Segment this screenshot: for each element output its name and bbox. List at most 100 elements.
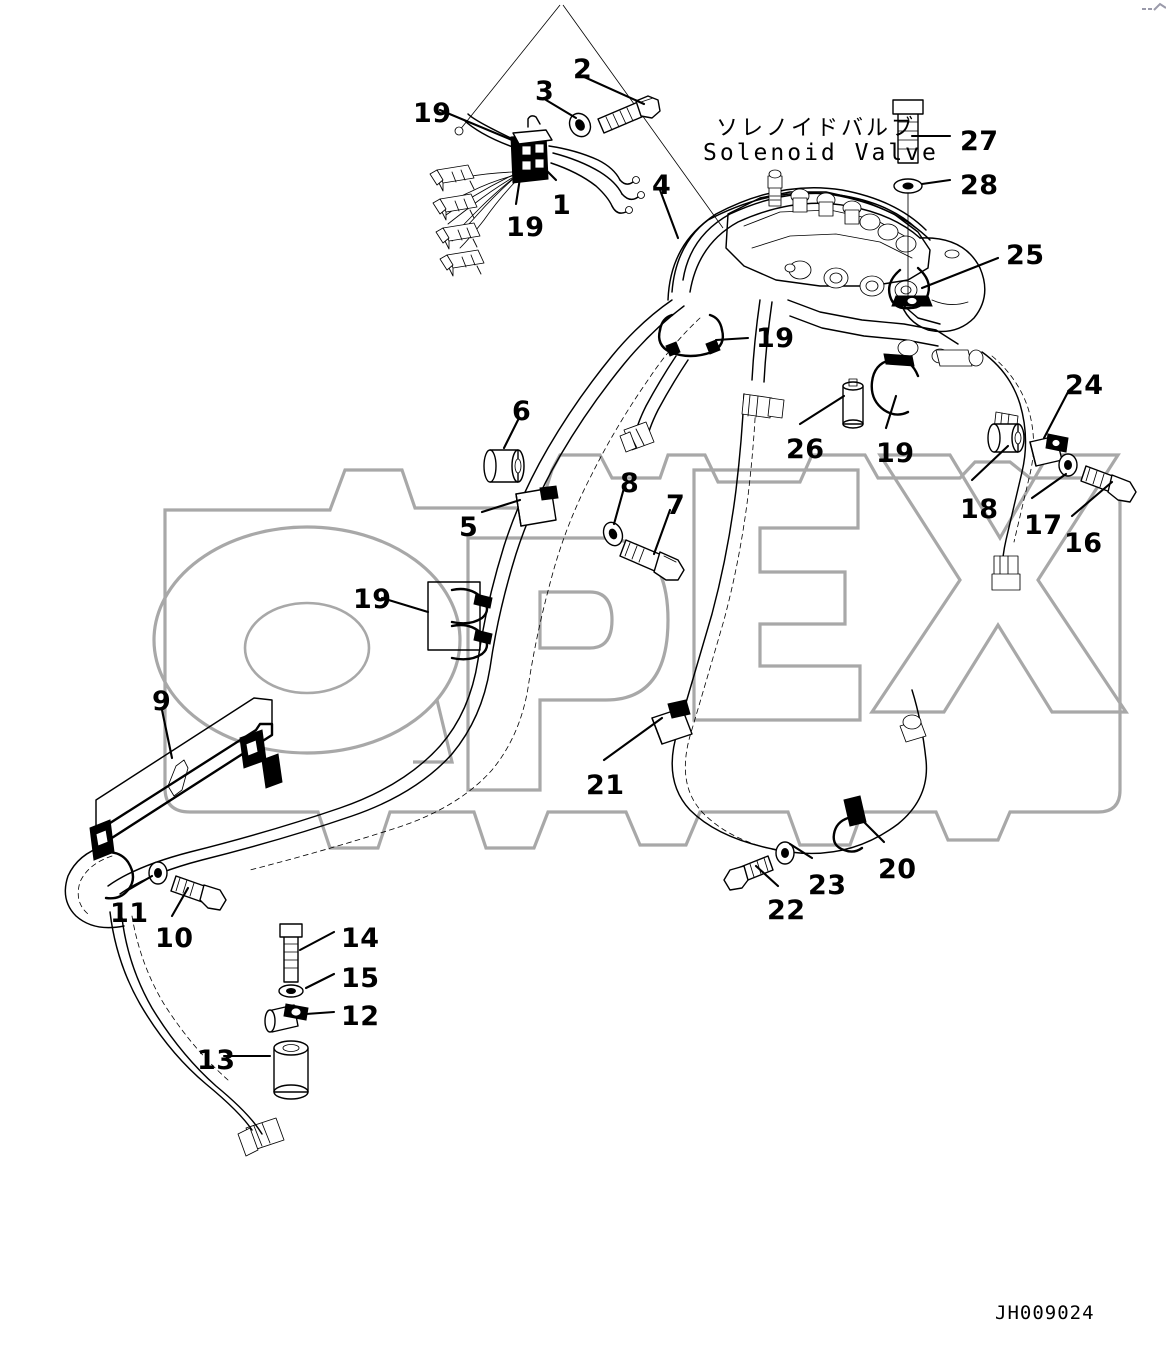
leader-19c xyxy=(714,336,750,342)
leader-lines xyxy=(126,74,1114,1058)
leader-25 xyxy=(920,256,1000,290)
callout-21: 21 xyxy=(586,770,625,801)
part-22-bolt xyxy=(723,855,774,891)
callout-16: 16 xyxy=(1064,528,1103,559)
leader-2 xyxy=(580,74,646,106)
leader-26 xyxy=(798,394,846,426)
callout-19c: 19 xyxy=(756,323,795,354)
callout-2: 2 xyxy=(573,54,593,85)
hose-end-fitting-f xyxy=(899,714,927,743)
drawing-number: JH009024 xyxy=(995,1302,1095,1324)
leader-6 xyxy=(502,418,520,450)
callout-6: 6 xyxy=(512,396,532,427)
part-9-guard-plate xyxy=(89,697,283,861)
part-27-bolt xyxy=(892,99,924,164)
part-19-clamp-valve-left xyxy=(657,313,725,358)
callout-11: 11 xyxy=(110,898,149,929)
solenoid-valve-title-jp: ソレノイドバルブ xyxy=(716,116,917,141)
leader-9 xyxy=(160,708,174,760)
callout-4: 4 xyxy=(652,170,672,201)
leader-11 xyxy=(126,874,154,892)
part-7-bolt xyxy=(619,539,685,581)
callout-19d: 19 xyxy=(876,438,915,469)
callout-23: 23 xyxy=(808,870,847,901)
part-3-washer xyxy=(568,112,592,138)
callout-7: 7 xyxy=(666,490,686,521)
part-25-clamp xyxy=(887,266,933,310)
lower-left-hose-loop xyxy=(64,845,263,1135)
leader-22 xyxy=(754,864,780,888)
callout-10: 10 xyxy=(155,923,194,954)
leader-24 xyxy=(1042,390,1070,440)
part-24-clamp xyxy=(1029,433,1069,467)
callout-24: 24 xyxy=(1065,370,1104,401)
part-6-bushing xyxy=(483,449,525,483)
part-14-bolt xyxy=(279,923,303,983)
part-12-clamp xyxy=(264,1003,309,1033)
part-16-bolt xyxy=(1080,465,1137,503)
leader-18 xyxy=(970,444,1010,482)
leader-17 xyxy=(1030,472,1068,500)
valve-body-assembly xyxy=(667,169,986,367)
leader-1 xyxy=(544,168,558,182)
leader-28 xyxy=(920,178,952,186)
leader-3 xyxy=(544,98,578,120)
part-8-washer xyxy=(602,521,624,547)
callout-15: 15 xyxy=(341,963,380,994)
leader-20 xyxy=(856,814,886,844)
leader-19b xyxy=(514,176,522,206)
corner-registration-mark xyxy=(1142,2,1166,11)
callout-26: 26 xyxy=(786,434,825,465)
leader-10 xyxy=(170,886,190,918)
hose-end-fitting-d xyxy=(991,555,1021,591)
leader-15 xyxy=(304,972,336,990)
callout-18: 18 xyxy=(960,494,999,525)
callout-28: 28 xyxy=(960,170,999,201)
leader-19a xyxy=(438,108,514,142)
leader-16 xyxy=(1070,480,1114,518)
part-2-bolt xyxy=(597,95,661,134)
callout-22: 22 xyxy=(767,895,806,926)
callout-12: 12 xyxy=(341,1001,380,1032)
hose-end-fitting-e xyxy=(237,1117,285,1157)
part-1-harness-connector xyxy=(463,113,645,214)
part-15-washer xyxy=(278,984,304,998)
part-10-bolt xyxy=(170,875,227,911)
hose-end-fitting-b xyxy=(741,393,785,419)
part-20-clamp xyxy=(832,795,867,853)
part-13-bushing xyxy=(273,1040,309,1100)
leader-4 xyxy=(658,188,680,240)
part-23-washer xyxy=(775,841,795,865)
callout-19a: 19 xyxy=(413,98,452,129)
part-11-washer xyxy=(148,861,168,885)
leader-23 xyxy=(788,842,814,860)
leader-5 xyxy=(480,498,522,514)
callout-19b: 19 xyxy=(506,212,545,243)
part-28-washer xyxy=(893,178,923,194)
hydraulic-hose-runs xyxy=(107,299,1034,895)
callout-9: 9 xyxy=(152,686,172,717)
part-19-connector-fan xyxy=(429,164,516,277)
callout-8: 8 xyxy=(620,468,640,499)
callout-20: 20 xyxy=(878,854,917,885)
part-26-spacer xyxy=(842,378,864,429)
callout-14: 14 xyxy=(341,923,380,954)
callout-5: 5 xyxy=(459,512,479,543)
leader-14 xyxy=(298,930,336,952)
part-19-clamp-valve-right xyxy=(870,353,920,416)
hose-end-fitting-a xyxy=(619,421,655,453)
callout-1: 1 xyxy=(552,190,572,221)
callout-27: 27 xyxy=(960,126,999,157)
part-19-double-clamp xyxy=(427,581,493,661)
callout-19e: 19 xyxy=(353,584,392,615)
part-17-washer xyxy=(1058,453,1078,477)
leader-19d xyxy=(884,394,898,430)
detail-callout-wedge xyxy=(454,4,724,229)
part-5-clamp xyxy=(515,485,559,527)
leader-7 xyxy=(652,508,672,556)
leader-12 xyxy=(304,1010,336,1016)
callout-13: 13 xyxy=(197,1045,236,1076)
leader-21 xyxy=(602,716,664,762)
